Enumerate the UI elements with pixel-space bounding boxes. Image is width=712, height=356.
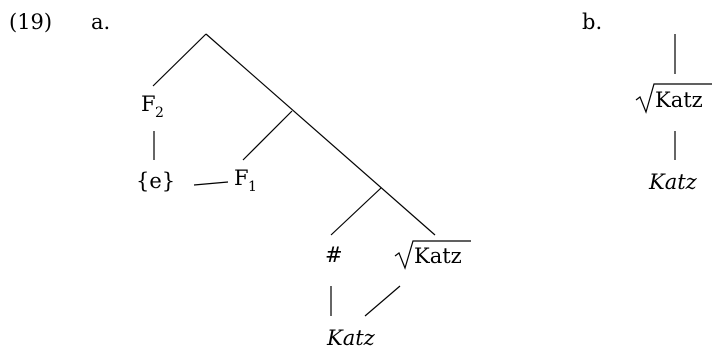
word-katz-a: Katz [326,326,376,350]
f2-base: F [141,92,156,116]
node-hash: # [325,243,343,267]
radical-sign-icon [635,83,712,114]
f1-subscript: 1 [248,179,257,195]
link-root-word [364,285,401,317]
node-f1: F 1 [234,166,257,195]
node-root-katz-b: Katz [635,83,712,114]
branch-spine [205,33,436,236]
branch-top-to-f2 [152,33,207,87]
node-f2: F 2 [141,92,164,121]
f2-subscript: 2 [155,105,164,121]
part-b-label: b. [582,10,602,34]
branch-to-hash [330,187,382,236]
word-katz-b: Katz [648,170,698,194]
root-katz-b-label: Katz [655,88,703,112]
root-katz-a-label: Katz [414,244,462,268]
f1-base: F [234,166,249,190]
example-number: (19) [9,10,52,34]
branch-to-f1 [242,110,293,161]
node-e-set: {e} [136,169,175,193]
link-e-f1 [193,181,229,186]
tree-a-branches [152,33,436,317]
node-root-katz-a: Katz [394,240,471,270]
radical-sign-icon [394,240,471,270]
part-a-label: a. [91,10,110,34]
